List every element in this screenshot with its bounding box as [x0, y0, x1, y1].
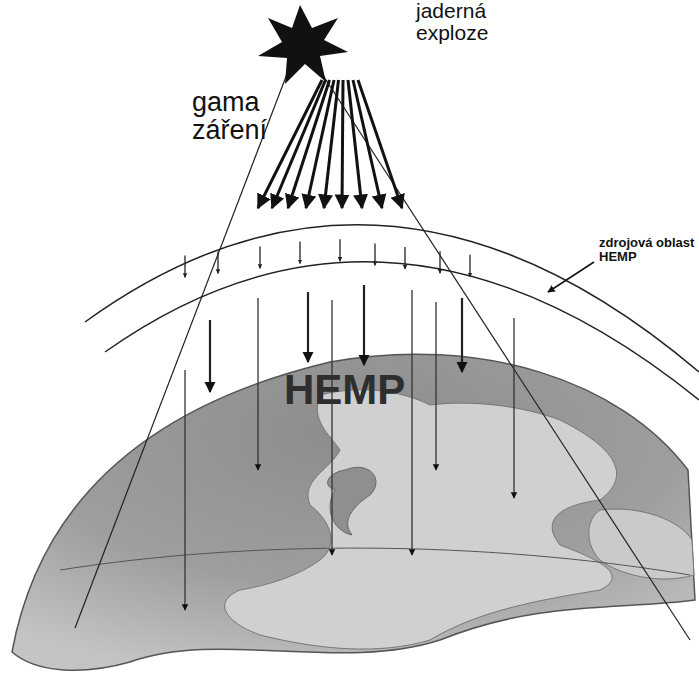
latitude-line — [60, 548, 690, 575]
hemp-arrow — [184, 370, 185, 610]
gamma-ray-arrow — [272, 80, 326, 208]
hemp-arrow — [461, 298, 463, 372]
gamma-ray-arrow — [342, 80, 343, 208]
hemp-arrow — [363, 285, 365, 365]
hemp-arrow — [307, 292, 309, 362]
source-region-arc — [85, 225, 699, 372]
hemp-arrow — [513, 318, 514, 498]
source-arrow — [339, 239, 340, 261]
cone-edge — [75, 40, 300, 628]
explosion-label: jaderná exploze — [416, 0, 512, 44]
gamma-ray-arrow — [358, 80, 402, 208]
hemp-arrow — [411, 290, 412, 555]
gamma-ray-arrow — [324, 80, 339, 208]
source-arrow — [374, 243, 375, 265]
source-arrow — [259, 246, 260, 268]
leader-arrow — [548, 262, 594, 292]
source-arrow — [184, 255, 185, 277]
hemp-arrow — [209, 320, 211, 392]
explosion-star — [258, 5, 348, 84]
source-arrow — [299, 242, 300, 264]
hemp-arrow — [257, 298, 258, 470]
source-region-label: zdrojová oblast HEMP — [599, 236, 695, 263]
sea — [328, 467, 376, 535]
source-arrow — [439, 251, 440, 273]
gamma-ray-arrow — [353, 80, 382, 208]
hemp-arrow — [435, 302, 436, 470]
source-arrow — [217, 251, 218, 273]
hemp-arrow — [331, 300, 332, 555]
earth — [12, 354, 695, 670]
gamma-ray-arrow — [348, 80, 362, 208]
continent — [589, 509, 694, 579]
hemp-label: HEMP — [284, 368, 424, 412]
source-arrow — [404, 247, 405, 269]
gamma-label: gama záření — [192, 88, 288, 145]
gamma-ray-arrow — [258, 80, 322, 208]
source-arrow — [469, 255, 470, 277]
cone-edge — [300, 40, 690, 640]
continent — [225, 390, 617, 649]
